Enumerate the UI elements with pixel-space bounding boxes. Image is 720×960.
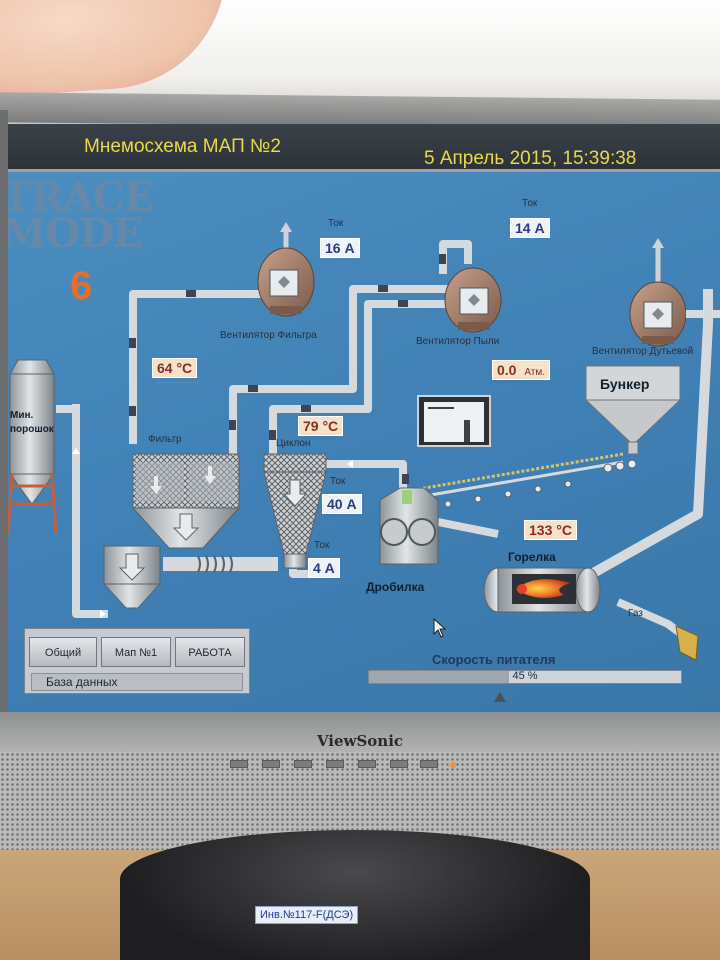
pipe-screw-end [289,569,308,578]
fan-filter-current-readout: 16 А [320,238,360,258]
process-diagram [8,220,720,661]
crusher-label: Дробилка [366,580,425,594]
filter-unit [131,453,241,549]
crusher-unit [379,487,439,565]
cyclone-label: Циклон [276,438,311,449]
control-panel: Общий экран Мап №1 РАБОТА База данных [24,628,250,694]
feeder-speed-thumb[interactable] [494,692,506,702]
monitor-button-5[interactable] [358,760,376,768]
monitor-speaker-grille [0,752,720,850]
burner-label: Горелка [508,550,556,564]
screen-datetime: 5 Апрель 2015, 15:39:38 [424,148,637,169]
trace-mode-logo: TRACE MODE [8,174,154,257]
pipe-burner-exhaust [585,289,713,581]
gas-nozzle [675,625,699,661]
silo-label-line2: порошок [10,424,54,435]
monitor-power-button[interactable] [420,760,438,768]
screw-conveyor [197,555,233,573]
monitor-button-4[interactable] [326,760,344,768]
inventory-sticker: Инв.№117-F(ДСЭ) [255,906,359,924]
power-led-icon [450,762,456,768]
filter-label: Фильтр [148,434,182,445]
pipe-silo-down [72,404,108,618]
flow-arrows [129,254,446,484]
trace-mode-version: 6 [70,264,93,308]
crusher-current-label: Ток [330,476,346,487]
pipe-filter-to-fan [129,290,278,444]
feeder-speed-fill [369,671,510,683]
monitor-button-6[interactable] [390,760,408,768]
fan-blower-label: Вентилятор Дутьевой [592,346,694,357]
bunker-label: Бункер [600,376,650,392]
fan-filter-unit [257,222,315,317]
receiving-hopper [102,545,162,609]
burner-temperature-readout: 133 °C [524,520,577,540]
monitor-button-2[interactable] [262,760,280,768]
fan-dust-unit [444,220,519,333]
pressure-readout: 0.0 Атм. [492,360,551,380]
database-button[interactable]: База данных [31,673,243,691]
flow-arrows-white [72,448,353,618]
screw-current-readout: 4 А [308,558,340,578]
mineral-powder-silo [8,359,58,535]
feeder-speed-bar[interactable]: 45 % [368,670,682,684]
pressure-display [417,395,491,447]
fan-dust-current-readout: 14 А [510,218,550,238]
gas-label: Газ [628,608,643,619]
monitor-brand: ViewSonic [316,732,404,750]
feeder-speed-label: Скорость питателя [432,652,556,667]
crusher-current-readout: 40 А [322,494,362,514]
fan-dust-label: Вентилятор Пыли [416,336,500,347]
map1-button[interactable]: Мап №1 [101,637,171,667]
burner-unit [483,567,601,613]
monitor-button-3[interactable] [294,760,312,768]
general-screen-button[interactable]: Общий экран [29,637,97,689]
feeder-speed-value: 45 % [512,670,538,682]
fan-filter-label: Вентилятор Фильтра [220,330,317,341]
screen-header: Мнемосхема МАП №2 5 Апрель 2015, 15:39:3… [8,124,720,172]
screen-title: Мнемосхема МАП №2 [84,136,281,157]
database-label: База данных [46,675,118,689]
pipe-crusher-to-burner [437,518,499,538]
scada-screen: Мнемосхема МАП №2 5 Апрель 2015, 15:39:3… [8,124,720,714]
fan-blower-unit [629,238,720,347]
monitor-bezel-left [0,110,8,730]
monitor-button-1[interactable] [230,760,248,768]
fan-filter-current-label: Ток [328,218,344,229]
silo-label-line1: Мин. [10,410,34,421]
screw-current-label: Ток [314,540,330,551]
belt-conveyor [412,452,637,508]
filter-temperature-readout: 64 °C [152,358,198,378]
monitor-stand [120,830,590,960]
work-button[interactable]: РАБОТА [175,637,245,667]
bunker-unit [584,365,682,455]
mouse-cursor-icon [433,618,447,638]
cyclone-unit [263,453,327,569]
fan-dust-current-label: Ток [522,198,538,209]
cyclone-temperature-readout: 79 °C [298,416,344,436]
